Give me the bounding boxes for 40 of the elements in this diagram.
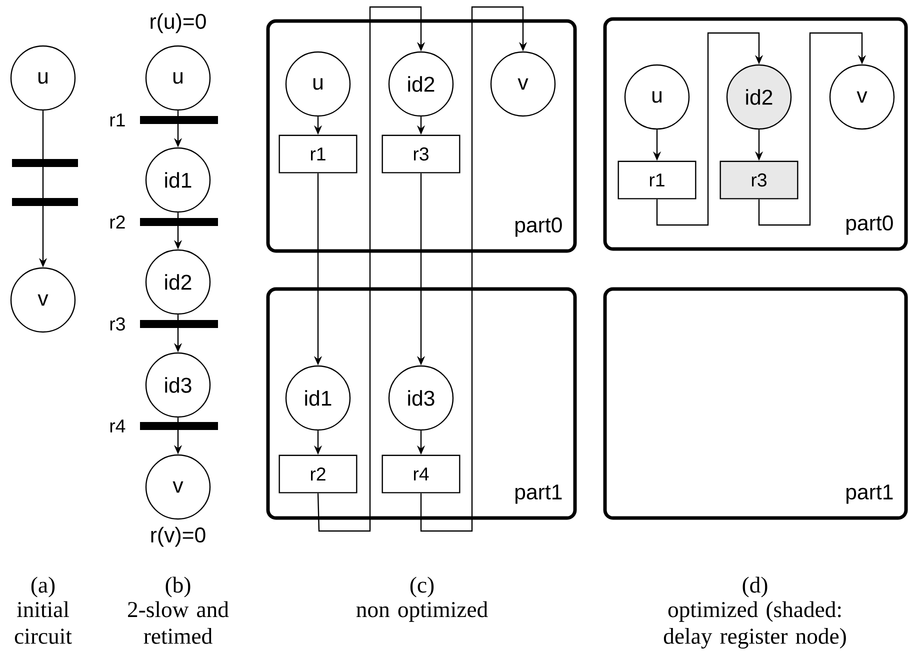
arrow <box>758 32 866 226</box>
circle-node: u <box>10 45 76 111</box>
register-label: r3 <box>110 317 125 331</box>
circle-node: u <box>624 64 690 130</box>
circle-node: v <box>145 454 211 520</box>
register-box: r1 <box>278 134 358 174</box>
circle-node: id1 <box>285 365 351 431</box>
arrow <box>420 6 528 532</box>
register-box: r2 <box>278 454 358 494</box>
subfigure-label: (a) <box>31 576 55 598</box>
subfigure-label: (d) <box>742 576 768 598</box>
subfigure-caption: initial circuit <box>14 601 72 644</box>
retiming-label: r(v)=0 <box>151 526 206 547</box>
circle-node: u <box>145 45 211 111</box>
partition-box: part1 <box>603 287 908 520</box>
circle-node: u <box>285 51 351 117</box>
subfigure-label: (c) <box>410 576 434 598</box>
circle-node: id1 <box>145 147 211 213</box>
register-label: r2 <box>110 215 125 229</box>
arrow <box>317 6 426 532</box>
register-box: r4 <box>382 454 460 494</box>
retiming-label: r(u)=0 <box>150 13 206 34</box>
register-box: r3 <box>720 160 798 200</box>
circle-node: v <box>829 64 895 130</box>
circle-node: v <box>490 51 556 117</box>
circle-node: id3 <box>388 365 454 431</box>
register-box: r3 <box>382 134 460 174</box>
arrow <box>656 32 764 226</box>
circle-node: id3 <box>145 352 211 418</box>
register-label: r1 <box>110 114 125 126</box>
circle-node: id2 <box>726 64 792 130</box>
register-label: r4 <box>110 420 126 432</box>
subfigure-label: (b) <box>166 576 190 598</box>
subfigure-caption: optimized (shaded: delay register node) <box>664 601 846 649</box>
circle-node: id2 <box>145 249 211 315</box>
subfigure-caption: non optimized <box>356 601 488 622</box>
circle-node: v <box>10 267 76 333</box>
register-box: r1 <box>618 160 696 200</box>
circle-node: id2 <box>388 51 454 117</box>
subfigure-caption: 2-slow and retimed <box>128 601 229 644</box>
